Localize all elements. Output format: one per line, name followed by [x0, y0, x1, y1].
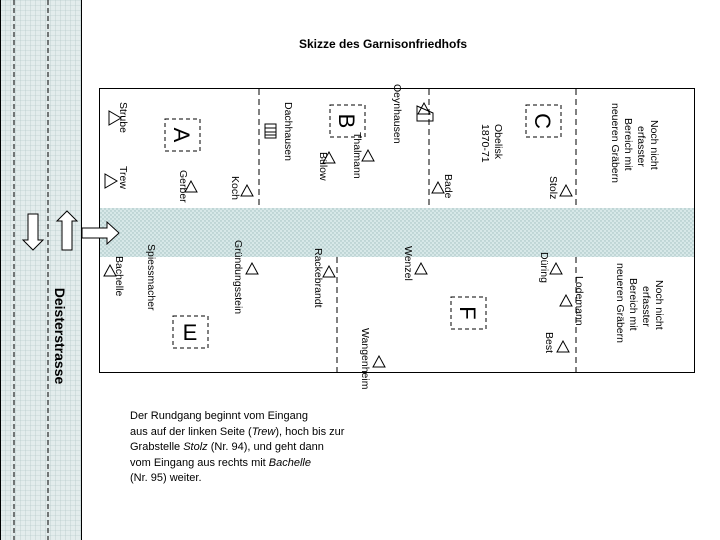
grave-marker-best — [556, 339, 570, 353]
grave-marker-gerber — [184, 179, 198, 193]
grave-marker-stolz — [559, 183, 573, 197]
obelisk-marker-icon — [416, 105, 434, 122]
grave-marker-gruendungsstein — [245, 261, 259, 275]
grave-marker-thalmann — [361, 148, 375, 162]
grave-marker-wenzel — [414, 261, 428, 275]
grave-label-stolz: Stolz — [547, 176, 559, 199]
tour-line-4: vom Eingang aus rechts mit Bachelle — [130, 456, 311, 469]
area-a: A — [164, 118, 201, 152]
unrecorded-area-bottom: Noch nicht erfasster Bereich mit neueren… — [614, 263, 665, 343]
tour-line-3: Grabstelle Stolz (Nr. 94), und geht dann — [130, 441, 324, 453]
grave-label-strube: Strube — [117, 102, 129, 133]
tour-line-2: aus auf der linken Seite (Trew), hoch bi… — [130, 425, 345, 438]
grave-marker-wangenheim — [372, 354, 386, 368]
street-area — [0, 0, 82, 540]
dachhausen-plot-icon — [264, 123, 277, 139]
unrecorded-area-top: Noch nicht erfasster Bereich mit neueren… — [609, 103, 660, 183]
diagram-title: Skizze des Garnisonfriedhofs — [299, 37, 467, 51]
grave-marker-rackebrandt — [322, 264, 336, 278]
grave-marker-koch — [240, 183, 254, 197]
grave-label-buelow: Bülow — [317, 152, 329, 181]
grave-label-lodemann: Lodemann — [573, 276, 585, 326]
area-f: F — [450, 296, 487, 330]
grave-marker-strube — [108, 110, 122, 126]
down-arrow-icon — [21, 213, 45, 251]
street-name: Deisterstrasse — [52, 288, 68, 385]
grave-label-gerber: Gerber — [177, 170, 189, 203]
entrance-arrow-icon — [81, 220, 120, 246]
grave-label-oeynhausen: Oeynhausen — [391, 84, 403, 144]
tour-description: Der Rundgang beginnt vom Eingang aus auf… — [130, 409, 390, 487]
grave-label-trew: Trew — [117, 166, 129, 189]
grave-marker-lodemann — [559, 293, 573, 307]
grave-label-obelisk-2: 1870-71 — [479, 124, 491, 163]
grave-marker-duering — [549, 261, 563, 275]
grave-label-spiessmacher: Spiessmacher — [145, 244, 157, 311]
svg-text:B: B — [334, 114, 359, 129]
svg-text:C: C — [530, 113, 555, 129]
grave-label-bachelle: Bachelle — [113, 256, 125, 296]
area-b: B — [329, 104, 366, 138]
grave-label-dachhausen: Dachhausen — [282, 102, 294, 161]
grave-label-obelisk-1: Obelisk — [492, 124, 504, 160]
area-c: C — [525, 104, 562, 138]
grave-label-koch: Koch — [229, 176, 241, 200]
up-arrow-icon — [55, 210, 79, 251]
grave-label-best: Best — [543, 332, 555, 353]
grave-marker-trew — [104, 173, 118, 189]
grave-label-rackebrandt: Rackebrandt — [312, 248, 324, 308]
grave-label-wangenheim: Wangenheim — [359, 328, 371, 390]
main-path — [100, 208, 694, 257]
tour-line-5: (Nr. 95) weiter. — [130, 472, 202, 484]
grave-label-gruendungsstein: Gründungsstein — [232, 240, 244, 314]
grave-label-bade: Bade — [442, 174, 454, 199]
svg-text:Bereich mit: Bereich mit — [627, 278, 639, 331]
svg-text:neueren Gräbern: neueren Gräbern — [614, 263, 626, 343]
svg-text:E: E — [183, 320, 198, 345]
tour-line-1: Der Rundgang beginnt vom Eingang — [130, 410, 308, 422]
grave-marker-oeynhausen — [417, 101, 431, 115]
grave-label-duering: Düring — [538, 252, 550, 283]
grave-marker-buelow — [322, 150, 336, 164]
svg-text:neueren Gräbern: neueren Gräbern — [609, 103, 621, 183]
grave-marker-bade — [431, 180, 445, 194]
grave-label-thalmann: Thalmann — [351, 132, 363, 179]
svg-text:Noch nicht: Noch nicht — [653, 280, 665, 330]
svg-text:A: A — [169, 128, 194, 143]
area-e: E — [172, 315, 209, 349]
svg-text:Bereich mit: Bereich mit — [622, 118, 634, 171]
svg-text:erfasster: erfasster — [640, 286, 652, 327]
grave-label-wenzel: Wenzel — [402, 246, 414, 281]
svg-text:Noch nicht: Noch nicht — [648, 120, 660, 170]
svg-text:F: F — [455, 306, 480, 319]
svg-text:erfasster: erfasster — [635, 126, 647, 167]
grave-marker-bachelle — [103, 263, 117, 277]
